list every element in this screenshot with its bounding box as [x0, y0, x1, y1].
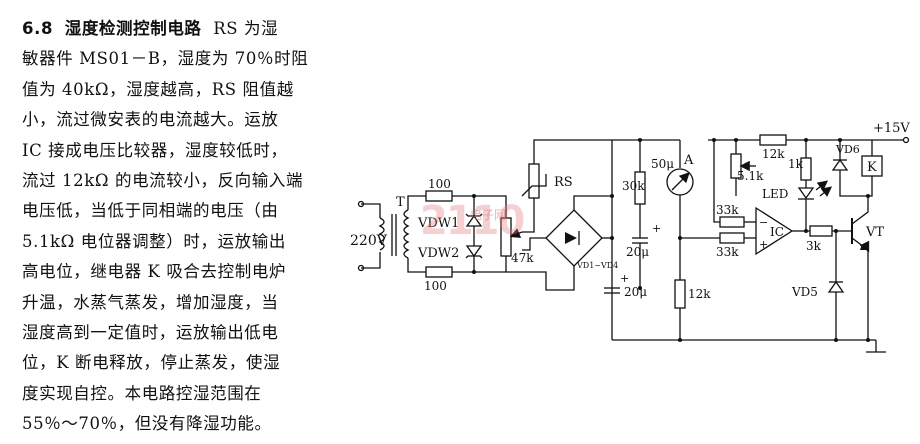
resistor-100-bottom-label: 100 — [424, 279, 447, 293]
transistor-vt: VT — [851, 196, 884, 340]
ac-input: 220V — [350, 200, 388, 272]
article-line: 55％～70％，但没有降湿功能。 — [22, 414, 272, 434]
article-line: 流过 12kΩ 的电流较小，反向输入端 — [22, 170, 304, 190]
transistor-label: VT — [865, 225, 884, 240]
capacitor-2-label: 20μ — [624, 285, 647, 299]
zener-vdw2-label: VDW2 — [417, 246, 459, 261]
resistor-12k-lower: 12k — [674, 279, 711, 340]
zener-vdw1-label: VDW1 — [417, 216, 459, 231]
article-line: 湿度高到一定值时，运放输出低电 — [22, 322, 279, 342]
resistor-3k: 3k — [806, 225, 852, 253]
resistor-33k-b: 33k — [680, 232, 756, 259]
resistor-3k-label: 3k — [806, 239, 822, 253]
meter-label: A — [683, 153, 694, 168]
resistor-100-top: 100 — [425, 177, 507, 218]
potentiometer-5k1-label: 5.1k — [737, 169, 764, 183]
supply-rail: +15V — [708, 121, 910, 144]
potentiometer-47k-label: 47k — [511, 251, 534, 265]
resistor-33k-a-label: 33k — [716, 203, 739, 217]
resistor-1k: 1k — [788, 140, 812, 181]
article-line: 5.1kΩ 电位器调整）时，运放输出 — [22, 231, 286, 251]
junction-dots — [472, 138, 870, 342]
article-line: 值为 40kΩ，湿度越高，RS 阻值越 — [22, 79, 294, 99]
article-line: 敏器件 MS01－B，湿度为 70％时阻 — [22, 49, 309, 69]
humidity-sensor-label: RS — [554, 175, 573, 190]
opamp-ic: IC − + — [755, 206, 806, 256]
zener-vdw2: VDW2 — [417, 236, 483, 262]
article-line-1: 6.8 湿度检测控制电路 RS 为湿 — [22, 14, 340, 44]
capacitor-2-plus: + — [620, 272, 629, 285]
article-line-text: RS 为湿 — [213, 19, 279, 38]
article-line: 度实现自控。本电路控湿范围在 — [22, 383, 262, 403]
potentiometer-47k: 47k — [500, 198, 535, 265]
article-line: 小，流过微安表的电流越大。运放 — [22, 110, 279, 130]
diode-vd5-label: VD5 — [791, 285, 818, 299]
led: LED — [762, 180, 833, 231]
transformer: T — [378, 195, 426, 273]
article-line: 电压低，当低于同相端的电压（由 — [22, 201, 279, 221]
watermark-logo: 2110 — [420, 198, 525, 244]
bridge-label: VD1~VD4 — [576, 261, 618, 270]
ac-voltage-label: 220V — [350, 233, 388, 249]
resistor-12k-lower-label: 12k — [688, 287, 711, 301]
watermark-site: 电子网 — [470, 208, 507, 222]
led-label: LED — [762, 187, 788, 201]
opamp-label: IC — [770, 225, 784, 239]
resistor-1k-label: 1k — [788, 157, 804, 171]
zener-vdw1: VDW1 — [417, 210, 483, 236]
diode-vd6-label: VD6 — [835, 143, 860, 156]
resistor-30k: 30k — [622, 140, 646, 238]
microammeter: 50μ A — [651, 140, 694, 280]
resistor-12k-top: 12k — [759, 134, 787, 161]
article-line: 高电位，继电器 K 吸合去控制电炉 — [22, 262, 287, 282]
capacitor-1-label: 20μ — [626, 245, 649, 259]
resistor-100-top-label: 100 — [428, 177, 451, 191]
capacitor-1-plus: + — [652, 222, 661, 235]
capacitor-1: + 20μ — [626, 222, 661, 288]
article-line: 升温，水蒸气蒸发，增加湿度，当 — [22, 292, 279, 312]
relay-k: K — [861, 140, 883, 197]
bridge-rectifier: VD1~VD4 — [506, 195, 618, 291]
article-number: 6.8 — [22, 19, 54, 38]
article-text: 6.8 湿度检测控制电路 RS 为湿 敏器件 MS01－B，湿度为 70％时阻 … — [22, 14, 340, 439]
opamp-minus: − — [759, 216, 768, 229]
humidity-sensor-rs: RS — [521, 139, 612, 199]
diode-vd5: VD5 — [791, 231, 845, 340]
article-line: 位，K 断电释放，停止蒸发，使湿 — [22, 353, 281, 373]
meter-range-label: 50μ — [651, 157, 674, 171]
resistor-33k-a: 33k — [713, 203, 756, 228]
capacitor-2: + 20μ — [604, 272, 647, 299]
resistor-30k-label: 30k — [622, 179, 645, 193]
opamp-plus: + — [759, 238, 768, 251]
article-heading: 湿度检测控制电路 — [64, 19, 202, 38]
transformer-label: T — [396, 195, 405, 210]
resistor-100-bottom: 100 — [424, 256, 507, 293]
resistor-12k-top-label: 12k — [762, 147, 785, 161]
article-line: IC 接成电压比较器，湿度较低时， — [22, 140, 288, 160]
potentiometer-5k1: 5.1k — [713, 140, 764, 214]
supply-label: +15V — [873, 121, 910, 136]
diode-vd6: VD6 — [831, 140, 868, 197]
relay-label: K — [867, 160, 877, 175]
resistor-33k-b-label: 33k — [716, 245, 739, 259]
